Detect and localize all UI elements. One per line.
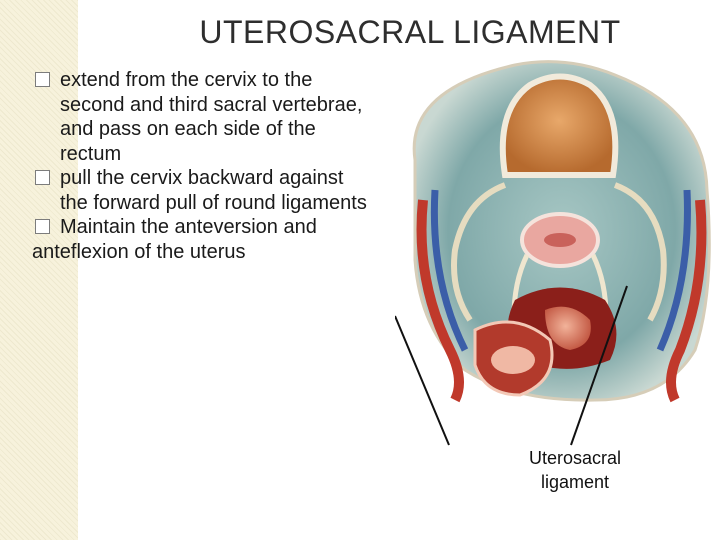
bullet-text: Maintain the anteversion and anteflexion… — [32, 216, 317, 263]
left-vessels-shape — [416, 199, 464, 403]
callout-line-left — [395, 315, 450, 446]
right-vessels-shape — [666, 199, 707, 403]
bladder-shape — [499, 73, 619, 178]
bullet-marker-icon — [35, 170, 50, 185]
bullet-text: extend from the cervix to the second and… — [60, 69, 363, 165]
left-vein-shape — [430, 189, 469, 352]
bullet-marker-icon — [35, 72, 50, 87]
bullet-item: extend from the cervix to the second and… — [32, 68, 372, 166]
anatomical-illustration — [395, 60, 711, 446]
bullet-text: pull the cervix backward against the for… — [60, 167, 367, 214]
bullet-marker-icon — [35, 219, 50, 234]
slide-title: UTEROSACRAL LIGAMENT — [199, 14, 621, 50]
callout-line-right — [570, 285, 628, 446]
bullet-list: extend from the cervix to the second and… — [32, 68, 372, 264]
bullet-item: Maintain the anteversion and anteflexion… — [32, 215, 372, 264]
right-vein-shape — [656, 189, 691, 352]
bullet-item: pull the cervix backward against the for… — [32, 166, 372, 215]
figure-label: Uterosacral ligament — [528, 448, 622, 492]
left-ligament-shape — [451, 182, 507, 322]
right-ligament-shape — [613, 182, 667, 322]
decorative-side-stripe — [0, 0, 78, 540]
